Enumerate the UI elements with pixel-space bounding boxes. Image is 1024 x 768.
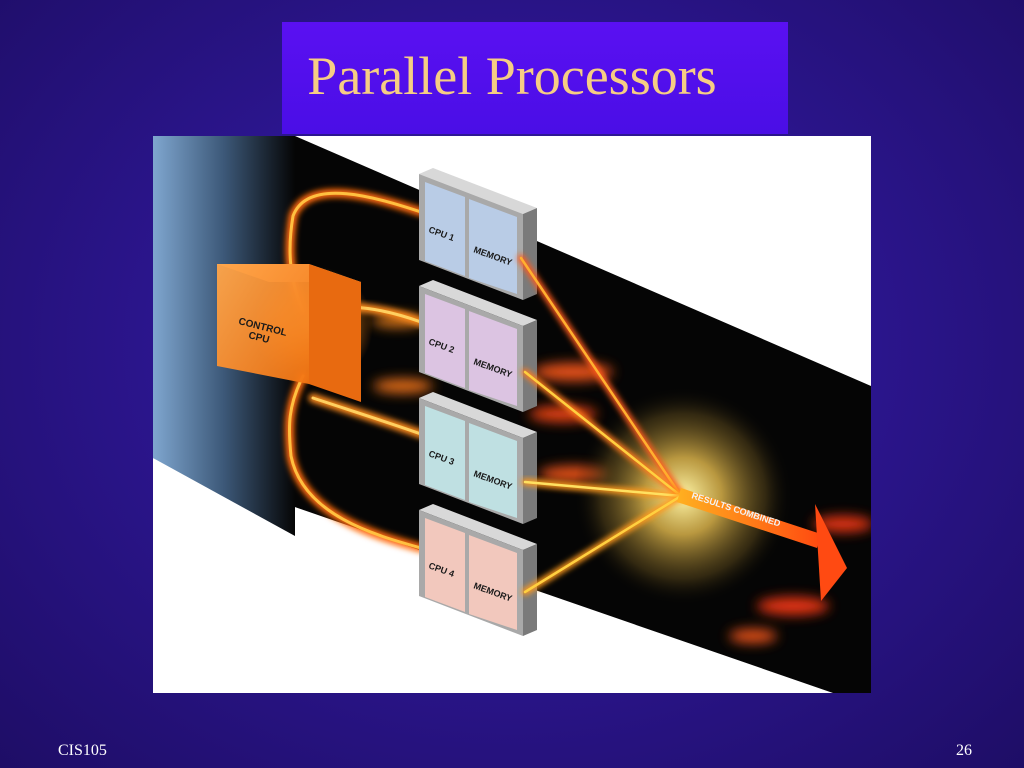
parallel-processors-diagram: CONTROL CPU CPU 1 MEMORY CPU: [153, 136, 871, 693]
memory-1-panel: [469, 199, 517, 294]
processor-unit-1: CPU 1 MEMORY: [419, 168, 537, 300]
processor-unit-3: CPU 3 MEMORY: [419, 392, 537, 524]
slide-title: Parallel Processors: [307, 46, 717, 106]
streaks: [372, 315, 871, 643]
control-label-line2: CPU: [247, 330, 270, 346]
course-code: CIS105: [58, 742, 107, 759]
processor-unit-2: CPU 2 MEMORY: [419, 280, 537, 412]
processor-units: CPU 1 MEMORY CPU 2 MEMORY CPU 3: [419, 168, 537, 636]
slide-number: 26: [956, 742, 972, 759]
title-band: [282, 22, 788, 134]
cpu-1-panel: [425, 182, 465, 276]
cpu-3-panel: [425, 406, 465, 500]
control-cpu-cube: CONTROL CPU: [217, 264, 373, 402]
cpu-4-panel: [425, 518, 465, 612]
diagram-canvas: CONTROL CPU CPU 1 MEMORY CPU: [153, 136, 871, 693]
cpu-2-panel: [425, 294, 465, 388]
result-beams: [517, 254, 685, 596]
memory-2-panel: [469, 311, 517, 406]
memory-4-panel: [469, 535, 517, 630]
processor-unit-4: CPU 4 MEMORY: [419, 504, 537, 636]
memory-3-panel: [469, 423, 517, 518]
